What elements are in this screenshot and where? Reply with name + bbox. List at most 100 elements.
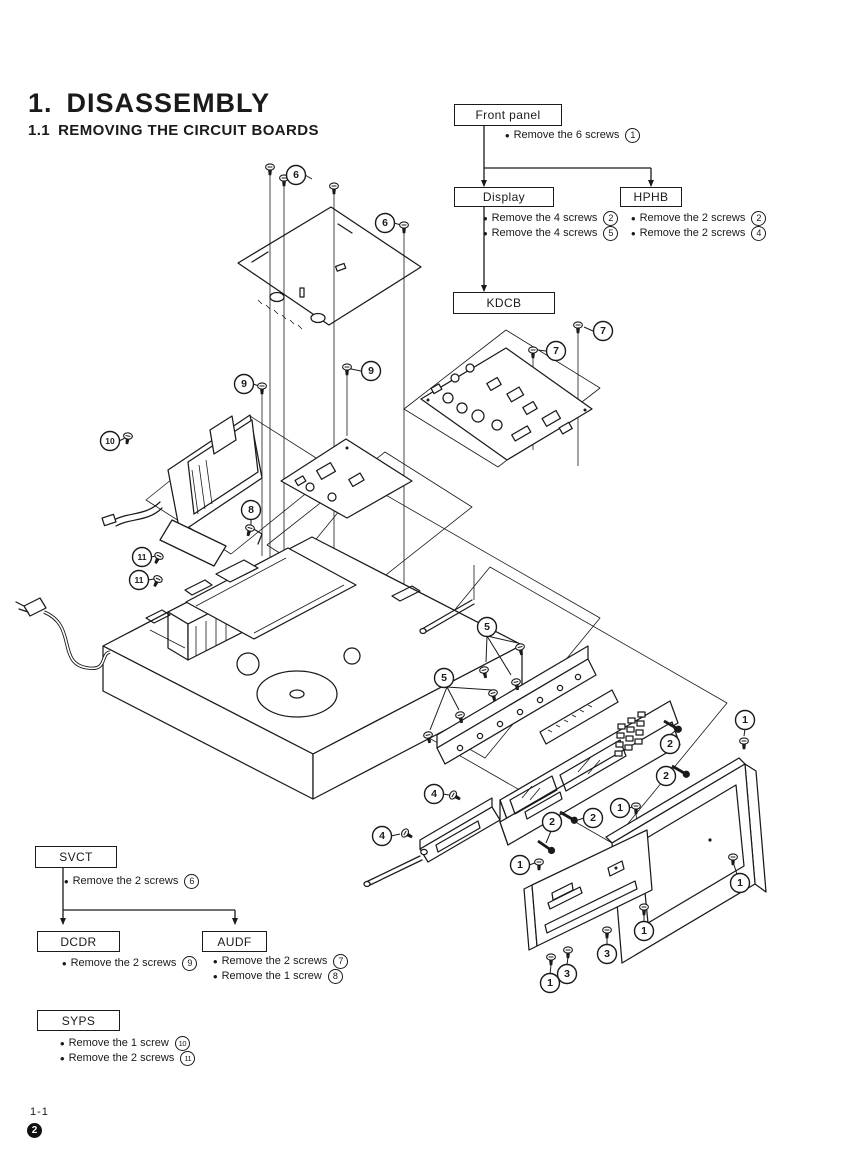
callout-7: 7 <box>592 320 614 342</box>
callout-6: 6 <box>374 212 396 234</box>
step-text: Remove the 2 screws <box>72 875 179 887</box>
circled-number: 8 <box>327 969 343 984</box>
flow-node-syps: SYPS <box>37 1010 120 1031</box>
step-text: Remove the 1 screw <box>68 1037 169 1049</box>
callout-3: 3 <box>596 943 618 965</box>
step-text: Remove the 2 screws <box>68 1052 175 1064</box>
flow-node-front-panel: Front panel <box>454 104 562 126</box>
svg-text:2: 2 <box>667 738 673 750</box>
circled-number: 7 <box>333 954 349 969</box>
step-text: Remove the 4 screws <box>491 227 598 239</box>
svg-text:3: 3 <box>604 948 610 960</box>
svg-text:10: 10 <box>105 436 115 446</box>
circled-number: 2 <box>603 211 619 226</box>
callout-5: 5 <box>433 667 455 689</box>
circled-number: 4 <box>751 226 767 241</box>
callout-2: 2 <box>659 733 681 755</box>
svg-text:4: 4 <box>431 788 437 800</box>
flow-node-label: Front panel <box>475 108 541 122</box>
flow-node-label: DCDR <box>60 934 97 949</box>
callout-2: 2 <box>582 807 604 829</box>
flow-node-label: Display <box>482 190 526 204</box>
callout-4: 4 <box>371 825 393 847</box>
svg-text:1: 1 <box>517 859 523 871</box>
flow-node-label: SYPS <box>61 1013 96 1028</box>
callout-4: 4 <box>423 783 445 805</box>
circled-number: 11 <box>180 1051 196 1066</box>
svg-text:7: 7 <box>553 345 559 357</box>
step-text: Remove the 2 screws <box>639 227 746 239</box>
circled-number: 9 <box>182 956 198 971</box>
flow-connectors <box>60 126 654 925</box>
callout-1: 1 <box>729 872 751 894</box>
svg-text:8: 8 <box>248 504 254 516</box>
svg-text:2: 2 <box>590 812 596 824</box>
display-window-unit <box>499 700 681 846</box>
flow-node-label: SVCT <box>59 850 93 864</box>
callout-1: 1 <box>633 920 655 942</box>
svg-text:1: 1 <box>547 977 553 989</box>
step-text: Remove the 2 screws <box>221 955 328 967</box>
callout-1: 1 <box>734 709 756 731</box>
section-title-text: DISASSEMBLY <box>66 88 271 118</box>
step-text: Remove the 6 screws <box>513 129 620 141</box>
callout-11: 11 <box>128 569 150 591</box>
flow-node-label: HPHB <box>633 190 669 204</box>
svg-text:1: 1 <box>641 925 647 937</box>
svg-text:2: 2 <box>549 816 555 828</box>
callout-9: 9 <box>360 360 382 382</box>
dcdr-board <box>280 438 413 519</box>
page-number: 1-1 <box>30 1106 49 1118</box>
flow-node-hphb: HPHB <box>620 187 682 207</box>
step-text: Remove the 2 screws <box>639 212 746 224</box>
circled-number: 5 <box>603 226 619 241</box>
svg-text:11: 11 <box>135 575 144 585</box>
step-text: Remove the 1 screw <box>221 970 322 982</box>
subsection-number: 1.1 <box>28 122 51 139</box>
svg-text:2: 2 <box>663 770 669 782</box>
sheet-badge: 2 <box>27 1123 42 1138</box>
callout-8: 8 <box>240 499 262 521</box>
callout-2: 2 <box>655 765 677 787</box>
callout-1: 1 <box>609 797 631 819</box>
circled-number: 1 <box>625 128 641 143</box>
svg-text:6: 6 <box>382 217 388 229</box>
svg-text:9: 9 <box>368 365 374 377</box>
front-bezel <box>605 757 767 964</box>
circled-number: 10 <box>174 1036 190 1051</box>
page-title: 1. DISASSEMBLY <box>28 88 319 118</box>
section-number: 1. <box>28 88 53 118</box>
step-text: Remove the 2 screws <box>70 957 177 969</box>
svg-text:9: 9 <box>241 378 247 390</box>
flow-node-svct: SVCT <box>35 846 117 868</box>
svg-text:6: 6 <box>293 169 299 181</box>
svg-text:4: 4 <box>379 830 385 842</box>
flow-node-label: AUDF <box>217 934 252 949</box>
flow-node-dcdr: DCDR <box>37 931 120 952</box>
callout-9: 9 <box>233 373 255 395</box>
callout-1: 1 <box>539 972 561 994</box>
flow-node-kdcb: KDCB <box>453 292 555 314</box>
callout-2: 2 <box>541 811 563 833</box>
circled-number: 2 <box>751 211 767 226</box>
svg-text:1: 1 <box>617 802 623 814</box>
svg-text:3: 3 <box>564 968 570 980</box>
